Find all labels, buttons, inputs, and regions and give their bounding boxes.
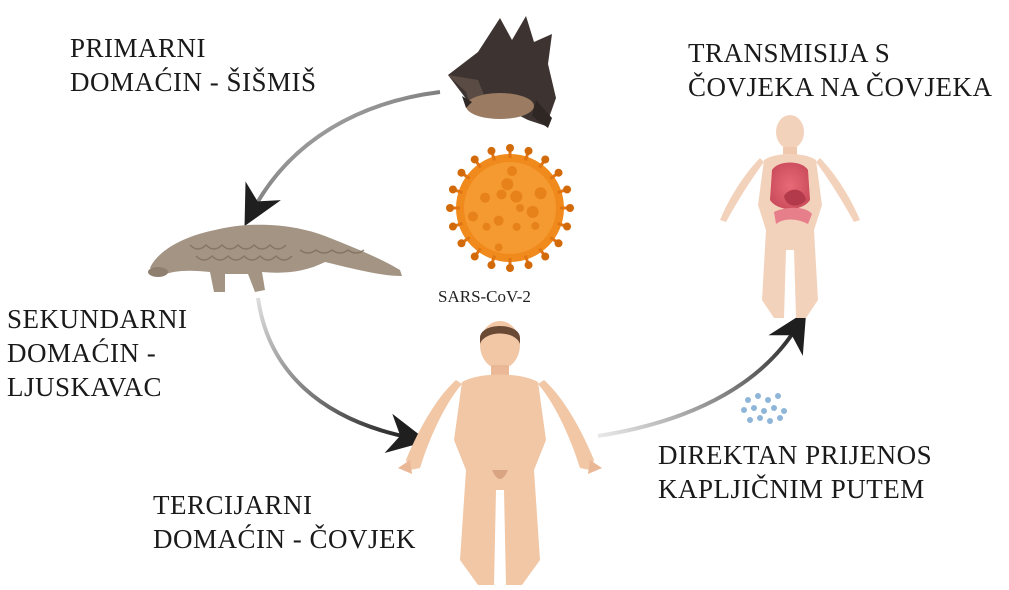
- virus-spike-tip: [566, 204, 574, 212]
- virus-spike-tip: [506, 264, 514, 272]
- virus-name-label: SARS-CoV-2: [438, 287, 531, 307]
- virus-surface-spot: [510, 191, 522, 203]
- secondary-host-line-3: LJUSKAVAC: [7, 370, 188, 404]
- virus-spike-tip: [471, 155, 479, 163]
- direct-transfer-label: DIREKTAN PRIJENOS KAPLJIČNIM PUTEM: [658, 438, 932, 506]
- bat-icon: [448, 16, 556, 128]
- human-figure-icon: [398, 321, 602, 585]
- virus-spike-tip: [457, 239, 465, 247]
- virus-spike-tip: [471, 253, 479, 261]
- sars-cov-2-virus-icon: [446, 144, 574, 272]
- virus-surface-spot: [527, 206, 539, 218]
- secondary-host-line-1: SEKUNDARNI: [7, 302, 188, 336]
- virus-spike-tip: [457, 169, 465, 177]
- direct-transfer-line-2: KAPLJIČNIM PUTEM: [658, 472, 932, 506]
- virus-spike-tip: [563, 223, 571, 231]
- transmission-line-2: ČOVJEKA NA ČOVJEKA: [688, 70, 993, 104]
- virus-surface-spot: [468, 211, 478, 221]
- primary-host-label: PRIMARNI DOMAĆIN - ŠIŠMIŠ: [70, 31, 317, 99]
- virus-spike-tip: [563, 185, 571, 193]
- virus-surface-spot: [496, 189, 506, 199]
- virus-surface-spot: [483, 223, 491, 231]
- human-with-organs-icon: [720, 115, 860, 318]
- virus-surface-spot: [494, 216, 504, 226]
- primary-host-line-2: DOMAĆIN - ŠIŠMIŠ: [70, 65, 317, 99]
- virus-spike-tip: [555, 169, 563, 177]
- virus-spike-tip: [446, 204, 454, 212]
- tertiary-host-label: TERCIJARNI DOMAĆIN - ČOVJEK: [153, 488, 416, 556]
- pangolin-icon: [148, 225, 402, 292]
- virus-spike-tip: [449, 223, 457, 231]
- virus-spike-tip: [541, 155, 549, 163]
- virus-spike-tip: [487, 261, 495, 269]
- virus-surface-spot: [535, 187, 547, 199]
- arrow-bat-to-pangolin: [252, 92, 440, 212]
- virus-surface-spot: [507, 166, 517, 176]
- virus-spike-tip: [525, 261, 533, 269]
- virus-spike-tip: [541, 253, 549, 261]
- secondary-host-line-2: DOMAĆIN -: [7, 336, 188, 370]
- arrow-pangolin-to-human: [258, 298, 412, 438]
- virus-surface-spot: [531, 222, 539, 230]
- virus-surface-spot: [516, 204, 524, 212]
- virus-surface-spot: [513, 223, 521, 231]
- virus-surface-spot: [501, 178, 513, 190]
- primary-host-line-1: PRIMARNI: [70, 31, 317, 65]
- droplets-icon: [741, 393, 787, 424]
- tertiary-host-line-1: TERCIJARNI: [153, 488, 416, 522]
- tertiary-host-line-2: DOMAĆIN - ČOVJEK: [153, 522, 416, 556]
- transmission-line-1: TRANSMISIJA S: [688, 36, 993, 70]
- virus-surface-spot: [495, 243, 503, 251]
- virus-spike-tip: [449, 185, 457, 193]
- virus-spike-tip: [555, 239, 563, 247]
- transmission-label: TRANSMISIJA S ČOVJEKA NA ČOVJEKA: [688, 36, 993, 104]
- virus-spike-tip: [525, 147, 533, 155]
- virus-surface-spot: [480, 193, 490, 203]
- virus-spike-tip: [506, 144, 514, 152]
- direct-transfer-line-1: DIREKTAN PRIJENOS: [658, 438, 932, 472]
- virus-spike-tip: [487, 147, 495, 155]
- secondary-host-label: SEKUNDARNI DOMAĆIN - LJUSKAVAC: [7, 302, 188, 404]
